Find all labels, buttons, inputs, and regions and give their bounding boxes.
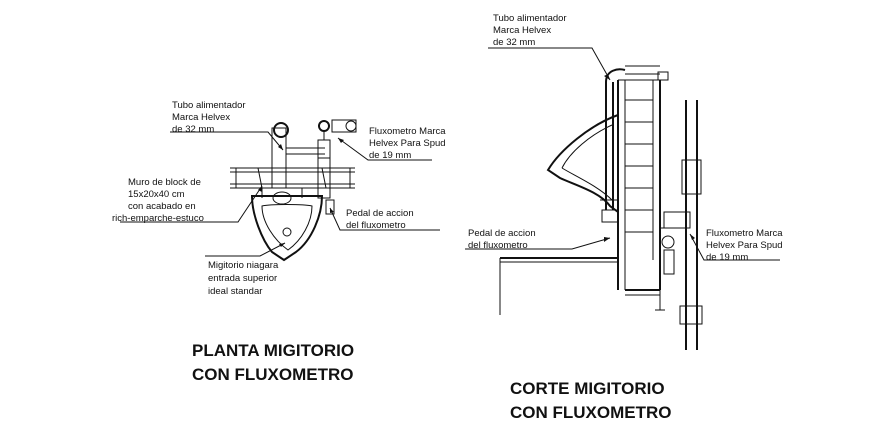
section-wall [617,71,669,290]
plan-flush-valve-label: Fluxometro Marca Helvex Para Spud de 19 … [369,126,448,161]
section-leaders [465,47,780,261]
section-floor [499,257,665,315]
section-view: Tubo alimentador Marca Helvex de 32 mm P… [465,13,785,422]
plan-supply-pipe [261,119,357,215]
plan-urinal [250,191,324,262]
section-supply-label: Tubo alimentador Marca Helvex de 32 mm [493,13,569,48]
plan-leaders [120,131,440,257]
plan-wall-label: Muro de block de 15x20x40 cm con acabado… [112,177,204,224]
section-title: CORTE MIGITORIO CON FLUXOMETRO [510,379,672,422]
plan-urinal-label: Migitorio niagara entrada superior ideal… [208,260,281,297]
section-supply-pipe [601,65,660,223]
plan-supply-label: Tubo alimentador Marca Helvex de 32 mm [172,100,248,135]
section-pedal-label: Pedal de accion del fluxometro [468,228,538,251]
plan-title: PLANTA MIGITORIO CON FLUXOMETRO [192,341,359,384]
plan-wall [230,167,355,189]
section-flush-valve [660,100,703,350]
plan-pedal-label: Pedal de accion del fluxometro [346,208,416,231]
section-urinal [546,114,619,213]
plan-view: Tubo alimentador Marca Helvex de 32 mm F… [112,100,448,384]
section-flush-valve-label: Fluxometro Marca Helvex Para Spud de 19 … [706,228,785,263]
